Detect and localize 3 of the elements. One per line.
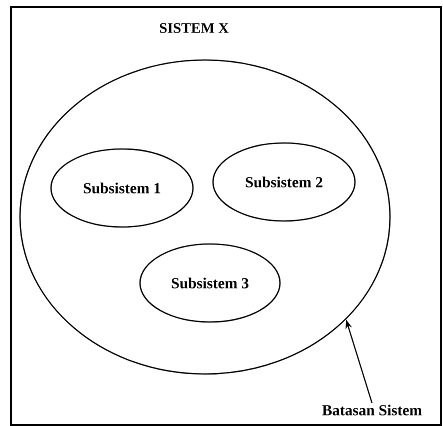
system-boundary-ellipse <box>19 59 391 375</box>
title: SISTEM X <box>160 23 229 33</box>
boundary-label: Batasan Sistem <box>322 404 422 416</box>
